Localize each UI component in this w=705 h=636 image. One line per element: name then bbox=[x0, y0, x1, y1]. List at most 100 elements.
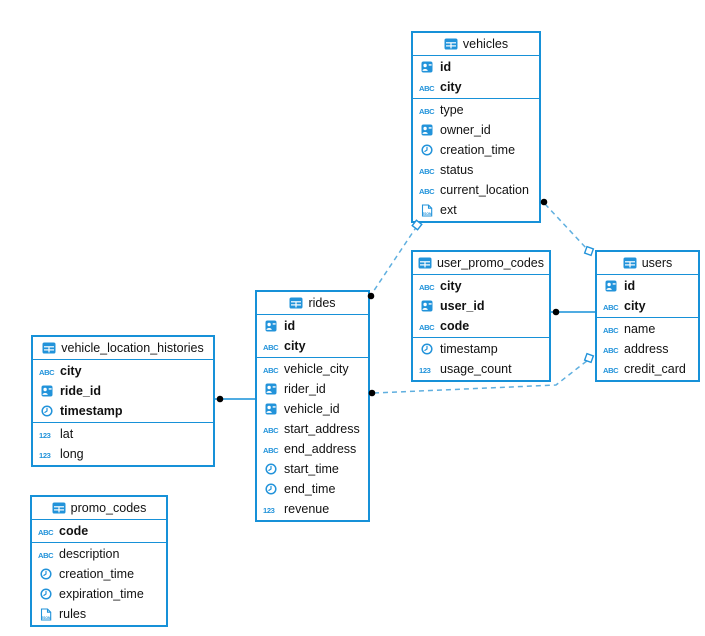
column-row[interactable]: user_id bbox=[413, 296, 549, 316]
column-row[interactable]: ABC start_address bbox=[257, 419, 368, 439]
column-row[interactable]: ABC credit_card bbox=[597, 359, 698, 379]
column-name: code bbox=[59, 524, 89, 538]
column-row[interactable]: ABC vehicle_city bbox=[257, 359, 368, 379]
column-row[interactable]: ABC code bbox=[413, 316, 549, 336]
abc-text-icon: ABC bbox=[38, 367, 55, 376]
column-row[interactable]: JSON ext bbox=[413, 200, 539, 220]
connector-vehicles-users[interactable] bbox=[540, 198, 595, 257]
column-row[interactable]: creation_time bbox=[413, 140, 539, 160]
column-row[interactable]: ABC current_location bbox=[413, 180, 539, 200]
column-row[interactable]: 123 usage_count bbox=[413, 359, 549, 379]
column-row[interactable]: id bbox=[257, 316, 368, 336]
column-row[interactable]: timestamp bbox=[33, 401, 213, 421]
column-name: id bbox=[624, 279, 636, 293]
table-header[interactable]: rides bbox=[257, 292, 368, 315]
column-row[interactable]: ABC city bbox=[33, 361, 213, 381]
column-row[interactable]: ABC city bbox=[597, 296, 698, 316]
abc-text-icon: ABC bbox=[418, 282, 435, 291]
connector-vehicle_location_histories-rides[interactable] bbox=[215, 395, 256, 403]
column-name: code bbox=[440, 319, 470, 333]
svg-text:ABC: ABC bbox=[419, 107, 435, 115]
svg-text:ABC: ABC bbox=[263, 366, 279, 374]
column-row[interactable]: ABC city bbox=[413, 276, 549, 296]
column-row[interactable]: start_time bbox=[257, 459, 368, 479]
abc-text-icon: ABC bbox=[262, 342, 279, 351]
column-row[interactable]: ABC end_address bbox=[257, 439, 368, 459]
table-name: promo_codes bbox=[70, 501, 147, 515]
column-row[interactable]: ABC code bbox=[32, 521, 166, 541]
svg-text:ABC: ABC bbox=[603, 346, 619, 354]
user-id-icon bbox=[38, 385, 55, 397]
column-name: rules bbox=[59, 607, 87, 621]
entity-table-vehicle_location_histories[interactable]: vehicle_location_histories ABC city ride… bbox=[31, 335, 215, 467]
table-icon bbox=[444, 38, 458, 50]
table-header[interactable]: user_promo_codes bbox=[413, 252, 549, 275]
connector-diamond bbox=[583, 245, 595, 257]
column-row[interactable]: owner_id bbox=[413, 120, 539, 140]
svg-text:ABC: ABC bbox=[603, 303, 619, 311]
table-icon bbox=[623, 257, 637, 269]
column-row[interactable]: timestamp bbox=[413, 339, 549, 359]
column-name: ride_id bbox=[60, 384, 101, 398]
table-header[interactable]: vehicles bbox=[413, 33, 539, 56]
column-row[interactable]: ABC description bbox=[32, 544, 166, 564]
abc-text-icon: ABC bbox=[602, 325, 619, 334]
entity-table-users[interactable]: users id ABC city ABC name ABC address A… bbox=[595, 250, 700, 382]
connector-diamond bbox=[583, 352, 595, 364]
table-header[interactable]: users bbox=[597, 252, 698, 275]
entity-table-rides[interactable]: rides id ABC city ABC vehicle_city rider… bbox=[255, 290, 370, 522]
column-row[interactable]: id bbox=[597, 276, 698, 296]
column-name: vehicle_city bbox=[284, 362, 349, 376]
user-id-icon bbox=[418, 124, 435, 136]
column-row[interactable]: creation_time bbox=[32, 564, 166, 584]
column-name: type bbox=[440, 103, 464, 117]
column-row[interactable]: 123 lat bbox=[33, 424, 213, 444]
column-name: name bbox=[624, 322, 656, 336]
column-row[interactable]: ABC name bbox=[597, 319, 698, 339]
table-header[interactable]: vehicle_location_histories bbox=[33, 337, 213, 360]
abc-text-icon: ABC bbox=[418, 322, 435, 331]
column-row[interactable]: 123 revenue bbox=[257, 499, 368, 519]
primary-key-section: id ABC city bbox=[413, 56, 539, 99]
table-header[interactable]: promo_codes bbox=[32, 497, 166, 520]
svg-text:123: 123 bbox=[419, 366, 431, 374]
column-name: start_address bbox=[284, 422, 360, 436]
primary-key-section: ABC code bbox=[32, 520, 166, 543]
clock-icon bbox=[418, 343, 435, 355]
clock-icon bbox=[37, 568, 54, 580]
column-row[interactable]: ABC city bbox=[413, 77, 539, 97]
column-row[interactable]: vehicle_id bbox=[257, 399, 368, 419]
column-row[interactable]: ride_id bbox=[33, 381, 213, 401]
svg-text:ABC: ABC bbox=[419, 283, 435, 291]
column-row[interactable]: JSON rules bbox=[32, 604, 166, 624]
column-row[interactable]: rider_id bbox=[257, 379, 368, 399]
column-row[interactable]: ABC city bbox=[257, 336, 368, 356]
json-icon: JSON bbox=[37, 607, 54, 621]
clock-icon bbox=[418, 144, 435, 156]
column-row[interactable]: ABC status bbox=[413, 160, 539, 180]
svg-text:ABC: ABC bbox=[419, 84, 435, 92]
connector-user_promo_codes-users[interactable] bbox=[551, 308, 596, 316]
entity-table-user_promo_codes[interactable]: user_promo_codes ABC city user_id ABC co… bbox=[411, 250, 551, 382]
user-id-icon bbox=[262, 320, 279, 332]
column-row[interactable]: 123 long bbox=[33, 444, 213, 464]
abc-text-icon: ABC bbox=[262, 425, 279, 434]
column-name: long bbox=[60, 447, 84, 461]
column-row[interactable]: expiration_time bbox=[32, 584, 166, 604]
column-row[interactable]: end_time bbox=[257, 479, 368, 499]
entity-table-promo_codes[interactable]: promo_codes ABC code ABC description cre… bbox=[30, 495, 168, 627]
column-row[interactable]: ABC type bbox=[413, 100, 539, 120]
column-row[interactable]: ABC address bbox=[597, 339, 698, 359]
table-icon bbox=[42, 342, 56, 354]
abc-text-icon: ABC bbox=[37, 550, 54, 559]
column-row[interactable]: id bbox=[413, 57, 539, 77]
connector-dot bbox=[552, 308, 560, 316]
column-section: ABC name ABC address ABC credit_card bbox=[597, 318, 698, 380]
entity-table-vehicles[interactable]: vehicles id ABC city ABC type owner_id bbox=[411, 31, 541, 223]
column-name: expiration_time bbox=[59, 587, 144, 601]
table-name: rides bbox=[308, 296, 336, 310]
svg-text:ABC: ABC bbox=[263, 426, 279, 434]
column-section: ABC type owner_id creation_time ABC stat… bbox=[413, 99, 539, 221]
svg-text:ABC: ABC bbox=[38, 528, 54, 536]
svg-text:ABC: ABC bbox=[603, 326, 619, 334]
